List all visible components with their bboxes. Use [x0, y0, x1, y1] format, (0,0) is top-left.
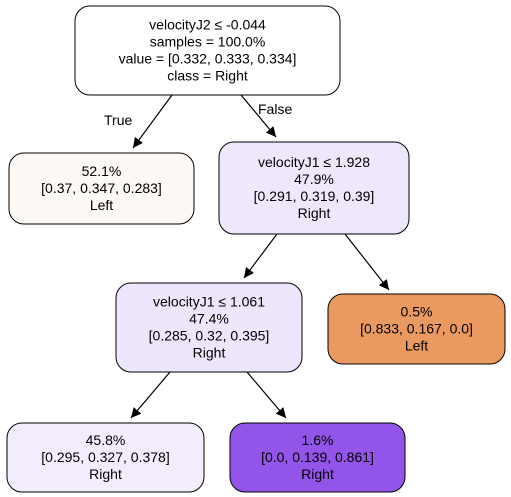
tree-node-leaf-a: 45.8%[0.295, 0.327, 0.378]Right [6, 422, 205, 493]
node-text-line: 52.1% [82, 163, 122, 179]
node-text-line: 47.4% [189, 311, 229, 327]
node-box [74, 5, 341, 96]
edge-label-false: False [258, 101, 292, 117]
node-text-line: [0.0, 0.139, 0.861] [261, 449, 374, 465]
edge-right-1-to-right-1-left [243, 233, 278, 279]
node-text-line: Right [301, 466, 334, 482]
node-text-line: Left [90, 197, 113, 213]
node-text-line: class = Right [167, 68, 248, 84]
edge-root-to-right-1 [240, 94, 277, 138]
node-text-line: Right [298, 205, 331, 221]
node-text-line: samples = 100.0% [150, 34, 266, 50]
tree-node-left-1: 52.1%[0.37, 0.347, 0.283]Left [8, 152, 195, 225]
edge-right-1-left-to-leaf-a [130, 371, 171, 419]
node-text-line: velocityJ1 ≤ 1.928 [258, 154, 370, 170]
node-text-line: [0.37, 0.347, 0.283] [41, 180, 162, 196]
node-text-line: [0.285, 0.32, 0.395] [149, 328, 270, 344]
edge-right-1-left-to-leaf-b [246, 371, 287, 419]
node-box [115, 282, 303, 373]
node-text-line: 0.5% [401, 304, 433, 320]
node-text-line: [0.295, 0.327, 0.378] [41, 449, 169, 465]
tree-node-right-1-right: 0.5%[0.833, 0.167, 0.0]Left [327, 293, 506, 365]
node-text-line: 1.6% [302, 432, 334, 448]
edge-right-1-to-right-1-right [344, 233, 390, 291]
node-text-line: 45.8% [86, 432, 126, 448]
node-box [218, 141, 410, 235]
node-box [8, 152, 195, 225]
tree-node-leaf-b: 1.6%[0.0, 0.139, 0.861]Right [229, 422, 406, 493]
node-box [327, 293, 506, 365]
node-box [6, 422, 205, 493]
node-box [229, 422, 406, 493]
node-text-line: 47.9% [294, 171, 334, 187]
node-text-line: [0.291, 0.319, 0.39] [254, 188, 375, 204]
node-text-line: [0.833, 0.167, 0.0] [360, 321, 473, 337]
node-text-line: velocityJ2 ≤ -0.044 [149, 17, 266, 33]
edge-root-to-left-1 [132, 94, 173, 149]
node-text-line: Right [89, 466, 122, 482]
edge-label-true: True [104, 112, 132, 128]
node-text-line: Left [405, 338, 428, 354]
node-text-line: velocityJ1 ≤ 1.061 [153, 294, 265, 310]
node-text-line: Right [193, 345, 226, 361]
node-text-line: value = [0.332, 0.333, 0.334] [119, 51, 297, 67]
